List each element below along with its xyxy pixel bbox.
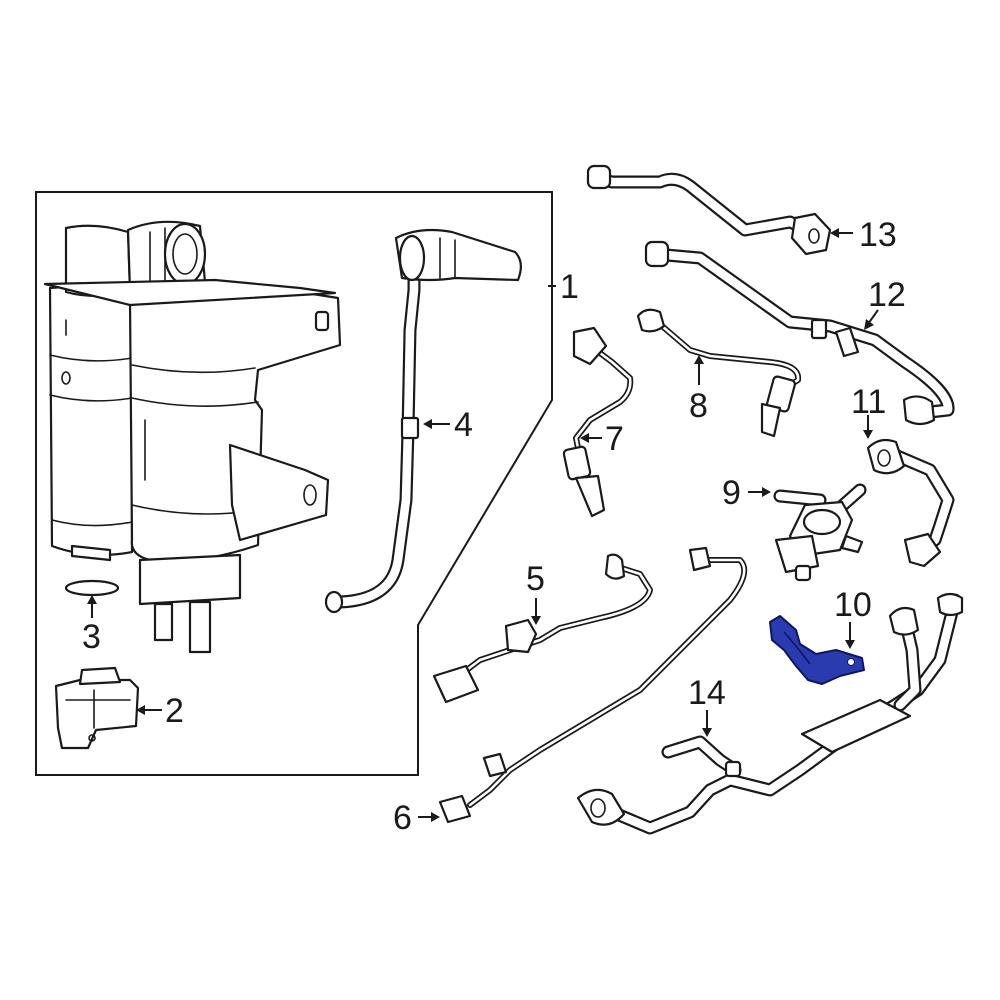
purge-hose-12[interactable] <box>644 240 955 426</box>
oxygen-sensor-7[interactable] <box>562 326 634 518</box>
oxygen-sensor-8[interactable] <box>636 308 802 438</box>
wiring-harness-6[interactable] <box>438 546 748 824</box>
assembly-frame <box>35 191 553 776</box>
vent-hose[interactable] <box>324 228 522 614</box>
callout-9: 9 <box>722 474 741 512</box>
callout-11: 11 <box>851 383 886 421</box>
callout-13: 13 <box>859 216 897 254</box>
leader-lines <box>87 228 879 822</box>
callout-3: 3 <box>82 618 101 656</box>
vapor-line-assembly[interactable] <box>576 592 964 835</box>
purge-valve[interactable] <box>773 483 867 582</box>
callout-14: 14 <box>688 674 726 712</box>
canister-bracket[interactable] <box>54 666 140 750</box>
callout-7: 7 <box>605 420 624 458</box>
callout-12: 12 <box>868 276 906 314</box>
purge-hose-13[interactable] <box>586 164 832 256</box>
callout-4: 4 <box>454 406 473 444</box>
callout-8: 8 <box>689 387 708 425</box>
o-ring[interactable] <box>64 579 120 597</box>
vapor-hose-11[interactable] <box>866 438 955 568</box>
callout-1: 1 <box>560 268 579 306</box>
callout-2: 2 <box>165 692 184 730</box>
mounting-bracket-highlighted[interactable] <box>769 615 865 685</box>
callout-10: 10 <box>834 586 872 624</box>
vapor-canister[interactable] <box>43 220 342 654</box>
callout-5: 5 <box>526 560 545 598</box>
callout-labels: 1 2 3 4 5 6 7 8 9 10 11 12 13 14 <box>82 216 906 837</box>
wiring-harness-5[interactable] <box>432 553 653 704</box>
callout-6: 6 <box>393 799 412 837</box>
